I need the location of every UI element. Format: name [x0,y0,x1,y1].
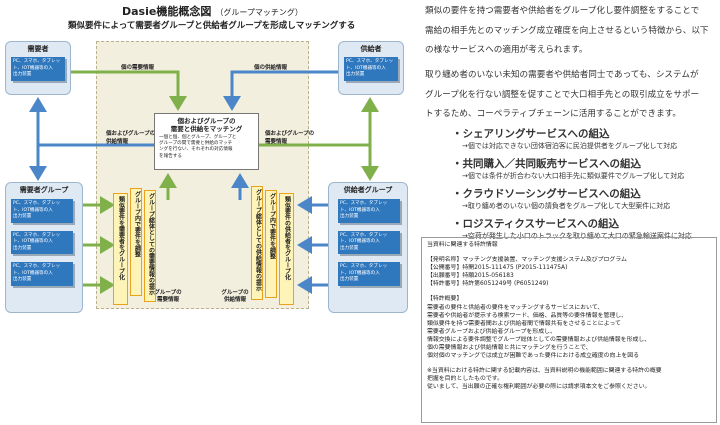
service-item: ・クラウドソーシングサービスへの組込 →取り纏め者のいない個の請負者をグループ化… [452,188,671,210]
flow-arrows [29,70,379,294]
patent-invention: 【発明名称】マッチング支援装置、マッチング支援システム及びプログラム [427,257,627,264]
matching-box-desc: 一個と個、個とグループ、グループとグループの間で需要と供給のマッチングを行ない、… [159,135,237,159]
bar-demand-present: グループ総体としての需要情報の提示 [144,190,156,302]
cooperative-paragraph: 取り纏め者のいない未知の需要者や供給者同士であっても、システムが グループ化を行… [425,70,700,119]
demander-group-device-2: PC、スマホ、タブレット、IOT機器等の入出力装置 [11,230,73,254]
demander-group-device-1: PC、スマホ、タブレット、IOT機器等の入出力装置 [11,199,73,223]
supplier-group-device-3: PC、スマホ、タブレット、IOT機器等の入出力装置 [338,262,400,286]
supplier-device: PC、スマホ、タブレット、IOT機器等の入出力装置 [344,57,398,81]
patent-number: 【特許番号】特許第6051249号 (P6051249) [427,281,549,288]
flow-individual-demand: 個の需要情報 [121,65,155,71]
service-item: ・ロジスティクスサービスへの組込 →空荷が発生した小口のトラックを取り纏めて大口… [452,218,692,240]
patent-note: ※当資料における特許に関する記載内容は、当資料説明の機能範囲に関連する特許の概要… [427,368,662,391]
diagram-subtitle: 類似要件によって需要者グループと供給者グループを形成しマッチングする [68,21,356,31]
demander-group-panel: 需要者グループ PC、スマホ、タブレット、IOT機器等の入出力装置 PC、スマホ… [5,182,83,313]
supplier-group-label: 供給者グループ [343,186,393,194]
bar-demand-adjust: グループ内で要件を調整 [130,188,142,296]
service-item: ・シェアリングサービスへの組込 →個では対応できない団体宿泊客に民泊提供者をグル… [452,128,678,150]
matching-box: 個およびグループの需要と供給をマッチング 一個と個、個とグループ、グループとグル… [154,113,259,170]
supplier-label: 供給者 [360,45,382,53]
demander-group-label: 需要者グループ [19,186,69,194]
demander-panel: 需要者 PC、スマホ、タブレット、IOT機器等の入出力装置 [5,41,71,95]
demander-group-device-3: PC、スマホ、タブレット、IOT機器等の入出力装置 [11,262,73,286]
service-item: ・共同購入／共同販売サービスへの組込 →個では条件が折合わない大口相手先に類似要… [452,158,685,180]
bar-supply-adjust: グループ内で要件を調整 [265,190,277,298]
supplier-group-device-2: PC、スマホ、タブレット、IOT機器等の入出力装置 [338,230,400,254]
supplier-panel: 供給者 PC、スマホ、タブレット、IOT機器等の入出力装置 [338,41,404,95]
flow-group-demand: グループの需要情報 [154,290,182,303]
arrow-individual-demand [71,70,187,111]
arrow-individual-supply [223,70,338,111]
patent-summary-heading: 【特許概要】 [427,296,463,303]
flow-group-supply: グループの供給情報 [221,290,249,303]
arrow-group-demand-to-supplier [259,143,379,181]
diagram-title: Dasie機能概念図（グループマッチング） [122,5,303,18]
bar-demand-grouping: 類似要件を需要者をグループ化 [113,193,128,305]
patent-application: 【出願番号】特願2015-056183 [427,273,514,280]
bar-supply-present: グループ総体としての供給情報の提示 [251,186,263,300]
supplier-group-device-1: PC、スマホ、タブレット、IOT機器等の入出力装置 [338,199,400,223]
matching-box-title: 個およびグループの需要と供給をマッチング [170,117,243,133]
bar-supply-grouping: 類似要件の供給者をグループ化 [279,193,294,305]
arrow-group-supply-to-demander [29,143,154,181]
flow-group-demand-right: 個およびグループの需要情報 [265,131,315,145]
service-list: ・シェアリングサービスへの組込 →個では対応できない団体宿泊客に民泊提供者をグル… [452,126,692,241]
demander-device: PC、スマホ、タブレット、IOT機器等の入出力装置 [11,57,65,81]
flow-individual-supply: 個の供給情報 [254,65,288,71]
patent-heading: 当資料に関連する特許情報 [427,242,498,248]
patent-info-box: 当資料に関連する特許情報 【発明名称】マッチング支援装置、マッチング支援システム… [421,237,717,423]
supplier-group-panel: 供給者グループ PC、スマホ、タブレット、IOT機器等の入出力装置 PC、スマホ… [328,182,408,313]
intro-paragraph: 類似の要件を持つ需要者や供給者をグループ化し要件調整をすることで 需給の相手先と… [425,6,709,55]
demander-label: 需要者 [27,45,49,53]
flow-group-supply-left: 個およびグループの供給情報 [106,131,156,145]
patent-publication: 【公開番号】特開2015-111475 (P2015-111475A) [427,265,568,272]
